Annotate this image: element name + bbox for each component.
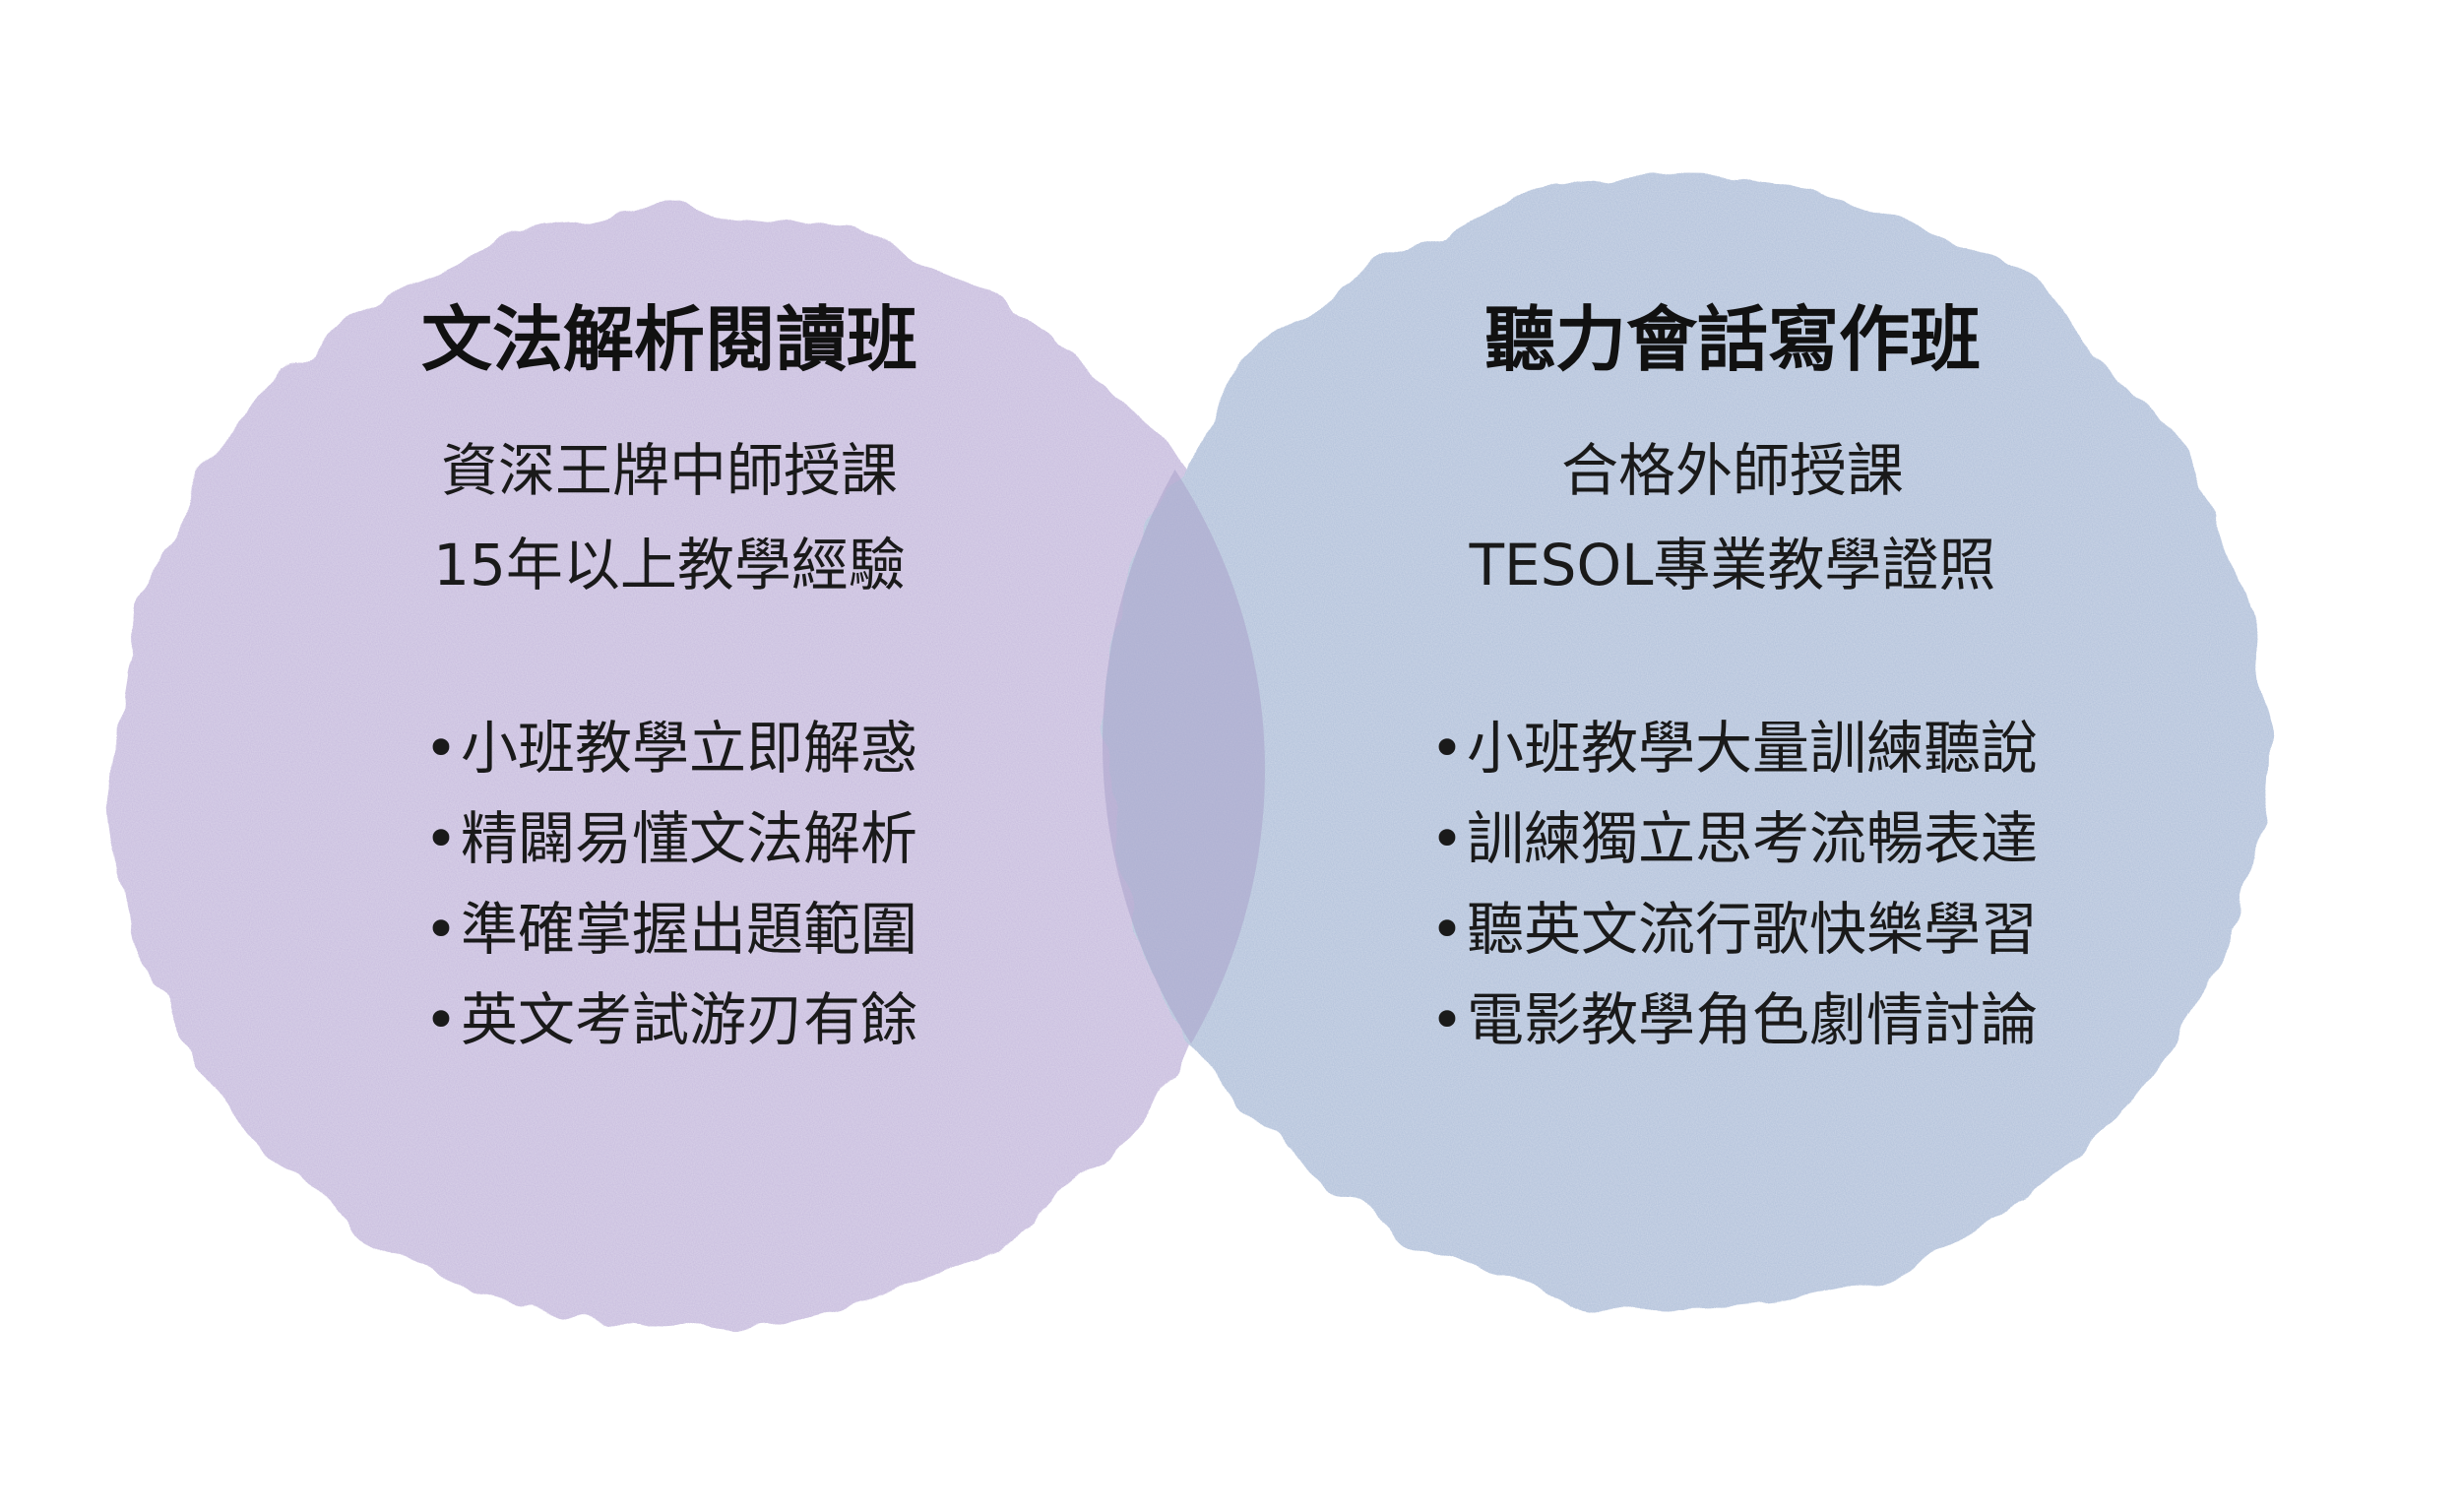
right-watercolor-circle [1103, 177, 2264, 1309]
bullet-icon: • [1429, 896, 1465, 963]
bullet-icon: • [1429, 805, 1465, 872]
list-item: •英文考試游刃有餘 [421, 975, 917, 1065]
bullet-icon: • [423, 986, 459, 1053]
right-subtitle-line-2: TESOL專業教學證照 [1469, 532, 1996, 598]
list-item: •準確掌握出題範圍 [421, 884, 917, 975]
list-item: •聽英文流行歌快樂學習 [1427, 884, 2038, 975]
list-item: •小班教學大量訓練聽說 [1427, 703, 2038, 793]
bullet-icon: • [1429, 986, 1465, 1053]
bullet-icon: • [423, 715, 459, 782]
right-feature-list: •小班教學大量訓練聽說 •訓練獨立思考流暢表達 •聽英文流行歌快樂學習 •電影教… [1427, 703, 2038, 1065]
left-subtitle-line-2: 15年以上教學經驗 [433, 532, 906, 598]
list-item: •電影教學角色劇情討論 [1427, 975, 2038, 1065]
right-title: 聽力會話寫作班 [1483, 298, 1981, 381]
left-subtitle-line-1: 資深王牌中師授課 [440, 437, 898, 504]
left-feature-list: •小班教學立即解惑 •精闢易懂文法解析 •準確掌握出題範圍 •英文考試游刃有餘 [421, 703, 917, 1065]
left-title: 文法解析閱讀班 [420, 298, 917, 381]
listening-speaking-writing-class-panel: 聽力會話寫作班 合格外師授課 TESOL專業教學證照 •小班教學大量訓練聽說 •… [1191, 295, 2274, 1065]
bullet-icon: • [423, 805, 459, 872]
list-item: •精闢易懂文法解析 [421, 793, 917, 884]
right-subtitle-line-1: 合格外師授課 [1560, 437, 1904, 504]
left-watercolor-circle [113, 211, 1265, 1329]
bullet-icon: • [423, 896, 459, 963]
list-item: •訓練獨立思考流暢表達 [1427, 793, 2038, 884]
list-item: •小班教學立即解惑 [421, 703, 917, 793]
grammar-reading-class-panel: 文法解析閱讀班 資深王牌中師授課 15年以上教學經驗 •小班教學立即解惑 •精闢… [187, 295, 1152, 1065]
bullet-icon: • [1429, 715, 1465, 782]
